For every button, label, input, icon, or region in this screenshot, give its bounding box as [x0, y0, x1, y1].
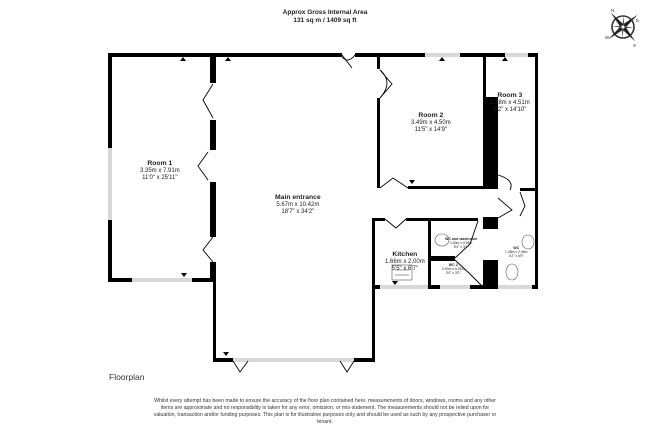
area-value: 131 sq m / 1409 sq ft [293, 17, 357, 24]
room-3-label: Room 3 1.58m x 4.51m 5'2" x 14'10" [490, 92, 530, 113]
compass-n: N [611, 8, 614, 13]
room-1-label: Room 1 3.35m x 7.91m 11'0" x 25'11" [140, 160, 180, 181]
room-2-label: Room 2 3.49m x 4.50m 11'5" x 14'9" [411, 112, 451, 133]
compass-s: S [633, 43, 636, 48]
disclaimer-text: Whilst every attempt has been made to en… [153, 398, 497, 425]
wc-label: WC 1.28m x 2.06m 4'2" x 6'9" [505, 246, 528, 259]
floorplan-label: Floorplan [109, 372, 145, 382]
kitchen-label: Kitchen 1.66m x 2.00m 5'5" x 6'7" [385, 251, 425, 272]
compass-rose-icon: N E S W [605, 8, 639, 48]
compass-e: E [636, 18, 639, 23]
area-header: Approx Gross Internal Area 131 sq m / 14… [0, 9, 650, 25]
compass-w: W [605, 35, 610, 40]
wc-2-label: WC 2 0.90m x 0.91m 3'0" x 3'0" [442, 263, 465, 276]
main-entrance-label: Main entrance 5.67m x 10.42m 18'7" x 34'… [275, 194, 321, 215]
wc-washroom-label: WC and washroom 1.63m x 0.94m 5'4" x 3'1… [445, 237, 478, 250]
area-title: Approx Gross Internal Area [282, 9, 368, 16]
